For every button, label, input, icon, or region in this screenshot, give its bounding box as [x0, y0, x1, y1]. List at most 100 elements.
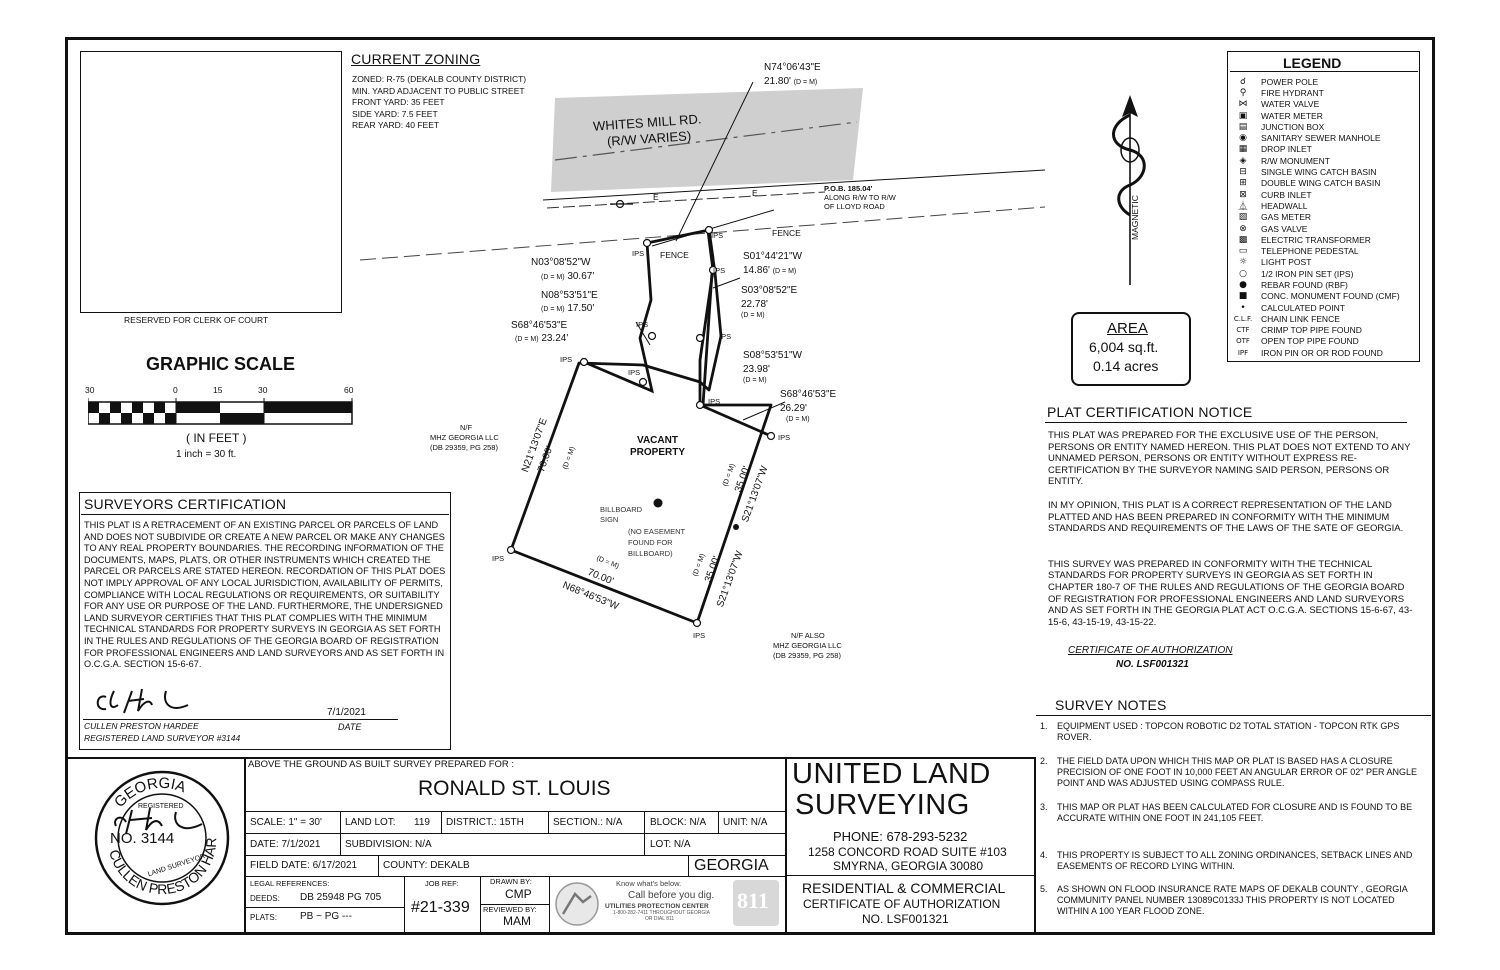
- area-sqft: 6,004 sq.ft.: [1089, 339, 1159, 355]
- plat-cert-title: PLAT CERTIFICATION NOTICE: [1047, 404, 1253, 420]
- legend-label: GAS METER: [1261, 212, 1312, 223]
- utility-mark: E: [752, 188, 758, 198]
- legend-label: GAS VALVE: [1261, 223, 1308, 234]
- graphic-scale-bar: [88, 398, 353, 425]
- legend-symbol-icon: ■: [1238, 291, 1248, 302]
- date-field: DATE: 7/1/2021: [250, 839, 321, 850]
- plat-cert-paragraph: IN MY OPINION, THIS PLAT IS A CORRECT RE…: [1048, 499, 1404, 535]
- legend-label: CONC. MONUMENT FOUND (CMF): [1261, 291, 1400, 302]
- plat-cert-paragraph: THIS PLAT WAS PREPARED FOR THE EXCLUSIVE…: [1048, 430, 1411, 488]
- area-title: AREA: [1107, 320, 1148, 337]
- clerk-box-label: RESERVED FOR CLERK OF COURT: [124, 315, 269, 325]
- company-phone: PHONE: 678-293-5232: [833, 829, 968, 844]
- surveyor-cert-date: 7/1/2021: [327, 707, 366, 718]
- land-lot-value: 119: [414, 817, 430, 828]
- legend-item: ▨GAS METER: [1232, 212, 1418, 223]
- bearing-dist: (D = M) 17.50': [541, 303, 595, 314]
- legend-symbol-icon: ⏅: [1238, 202, 1248, 213]
- state-field: GEORGIA: [694, 857, 769, 874]
- legend-label: DROP INLET: [1261, 144, 1312, 155]
- legend-item: ▩ELECTRIC TRANSFORMER: [1232, 234, 1418, 245]
- plat-cert-paragraph: THIS SURVEY WAS PREPARED IN CONFORMITY W…: [1048, 558, 1413, 628]
- county-field: COUNTY: DEKALB: [383, 860, 470, 871]
- drawn-by-label: DRAWN BY:: [490, 877, 532, 886]
- legend-item: ◈ R/W MONUMENT: [1232, 155, 1418, 166]
- seal-registered: REGISTERED: [138, 803, 184, 810]
- fence-label: FENCE: [660, 250, 689, 260]
- bearing-dist: (D = M) 30.67': [541, 271, 595, 282]
- legend-item: ⊠CURB INLET: [1232, 189, 1418, 200]
- legend-label: R/W MONUMENT: [1261, 155, 1330, 166]
- survey-note: 4.THIS PROPERTY IS SUBJECT TO ALL ZONING…: [1040, 850, 1413, 871]
- bearing-dist: 21.80' (D = M): [764, 76, 818, 87]
- fence-label: FENCE: [772, 228, 801, 238]
- neighbor-west: N/F MHZ GEORGIA LLC (DB 29359, PG 258): [430, 423, 499, 452]
- legend-label: LIGHT POST: [1261, 257, 1312, 268]
- billboard-note: (NO EASEMENT FOUND FOR BILLBOARD): [628, 527, 686, 558]
- legend-symbol-icon: ○: [1239, 268, 1247, 279]
- zoning-line: REAR YARD: 40 FEET: [352, 120, 440, 130]
- legend-symbol-icon: IPF: [1237, 348, 1249, 357]
- lot-field: LOT: N/A: [650, 839, 691, 850]
- legend-symbol-icon: ⚲: [1239, 87, 1247, 98]
- legend-symbol-icon: ▭: [1238, 246, 1248, 257]
- legend-item: •CALCULATED POINT: [1232, 302, 1418, 313]
- area-acres: 0.14 acres: [1093, 358, 1159, 374]
- legend-title: LEGEND: [1283, 55, 1342, 71]
- company-cert-no: NO. LSF001321: [862, 912, 949, 926]
- legend-symbol-icon: •: [1240, 302, 1246, 313]
- road-centerline: [554, 121, 858, 161]
- legend-item: ■ CONC. MONUMENT FOUND (CMF): [1232, 291, 1418, 302]
- drawn-by-value: CMP: [505, 887, 532, 901]
- legend-symbol-icon: ⊗: [1239, 223, 1247, 234]
- ips-label: IPS: [636, 320, 649, 329]
- bearing-dist: (D = M) 23.24': [515, 333, 569, 344]
- bearing-label: S68°46'53"E: [780, 389, 837, 400]
- legend-item: ⋈WATER VALVE: [1232, 99, 1418, 110]
- plat-cert-auth-no: NO. LSF001321: [1116, 659, 1189, 670]
- legend-symbol-icon: ⋈: [1238, 99, 1248, 110]
- upc-sub2: OR DIAL 811: [645, 916, 675, 922]
- legend-symbol-icon: ▩: [1238, 234, 1248, 245]
- subdivision-field: SUBDIVISION: N/A: [345, 839, 432, 850]
- scale-tick-label: 15: [213, 385, 223, 395]
- legend-label: CHAIN LINK FENCE: [1261, 313, 1340, 324]
- scale-tick-label: 30: [85, 385, 95, 395]
- logo-811-badge: [733, 880, 779, 926]
- legend-item: ◉SANITARY SEWER MANHOLE: [1232, 132, 1418, 143]
- surveyor-registration: REGISTERED LAND SURVEYOR #3144: [84, 733, 241, 743]
- surveyor-name: CULLEN PRESTON HARDEE: [84, 721, 199, 731]
- scale-tick-label: 60: [344, 385, 354, 395]
- ips-label: IPS: [628, 368, 641, 377]
- know-whats-below: Know what's below.: [616, 879, 682, 888]
- bearing-dist: 14.86' (D = M): [743, 265, 797, 276]
- legend-item: ⊞DOUBLE WING CATCH BASIN: [1232, 178, 1418, 189]
- legend-item: ⏅HEADWALL: [1232, 200, 1418, 213]
- zoning-line: MIN. YARD ADJACENT TO PUBLIC STREET: [352, 85, 525, 96]
- legend-label: CURB INLET: [1261, 189, 1312, 200]
- neighbor-south: N/F ALSO MHZ GEORGIA LLC (DB 29359, PG 2…: [773, 631, 842, 660]
- survey-notes-title: SURVEY NOTES: [1055, 697, 1167, 713]
- bearing-label: S03°08'52"E: [741, 285, 798, 296]
- legend-label: DOUBLE WING CATCH BASIN: [1261, 178, 1381, 189]
- block-field: BLOCK: N/A: [650, 817, 707, 828]
- legend-item: ☌POWER POLE: [1232, 76, 1418, 87]
- legend-symbol-icon: ◈: [1239, 155, 1247, 166]
- legend-item: ☼LIGHT POST: [1232, 257, 1418, 268]
- bearing-note: (D = M): [786, 416, 810, 423]
- calculated-point: [733, 524, 739, 530]
- legal-refs-label: LEGAL REFERENCES:: [250, 879, 330, 888]
- surveyor-signature: [96, 688, 189, 714]
- company-name-line2: SURVEYING: [795, 789, 970, 821]
- legend-item: ○1/2 IRON PIN SET (IPS): [1232, 268, 1418, 279]
- property-boundary-west: [583, 242, 654, 394]
- utility-line: [546, 191, 826, 209]
- legend-symbol-icon: OTF: [1236, 337, 1250, 346]
- legend-label: REBAR FOUND (RBF): [1261, 279, 1348, 290]
- ips-label: IPS: [492, 554, 505, 563]
- legend-item: C.L.F.CHAIN LINK FENCE: [1232, 313, 1418, 324]
- section-field: SECTION.: N/A: [553, 817, 623, 828]
- scale-tick-label: 0: [173, 385, 178, 395]
